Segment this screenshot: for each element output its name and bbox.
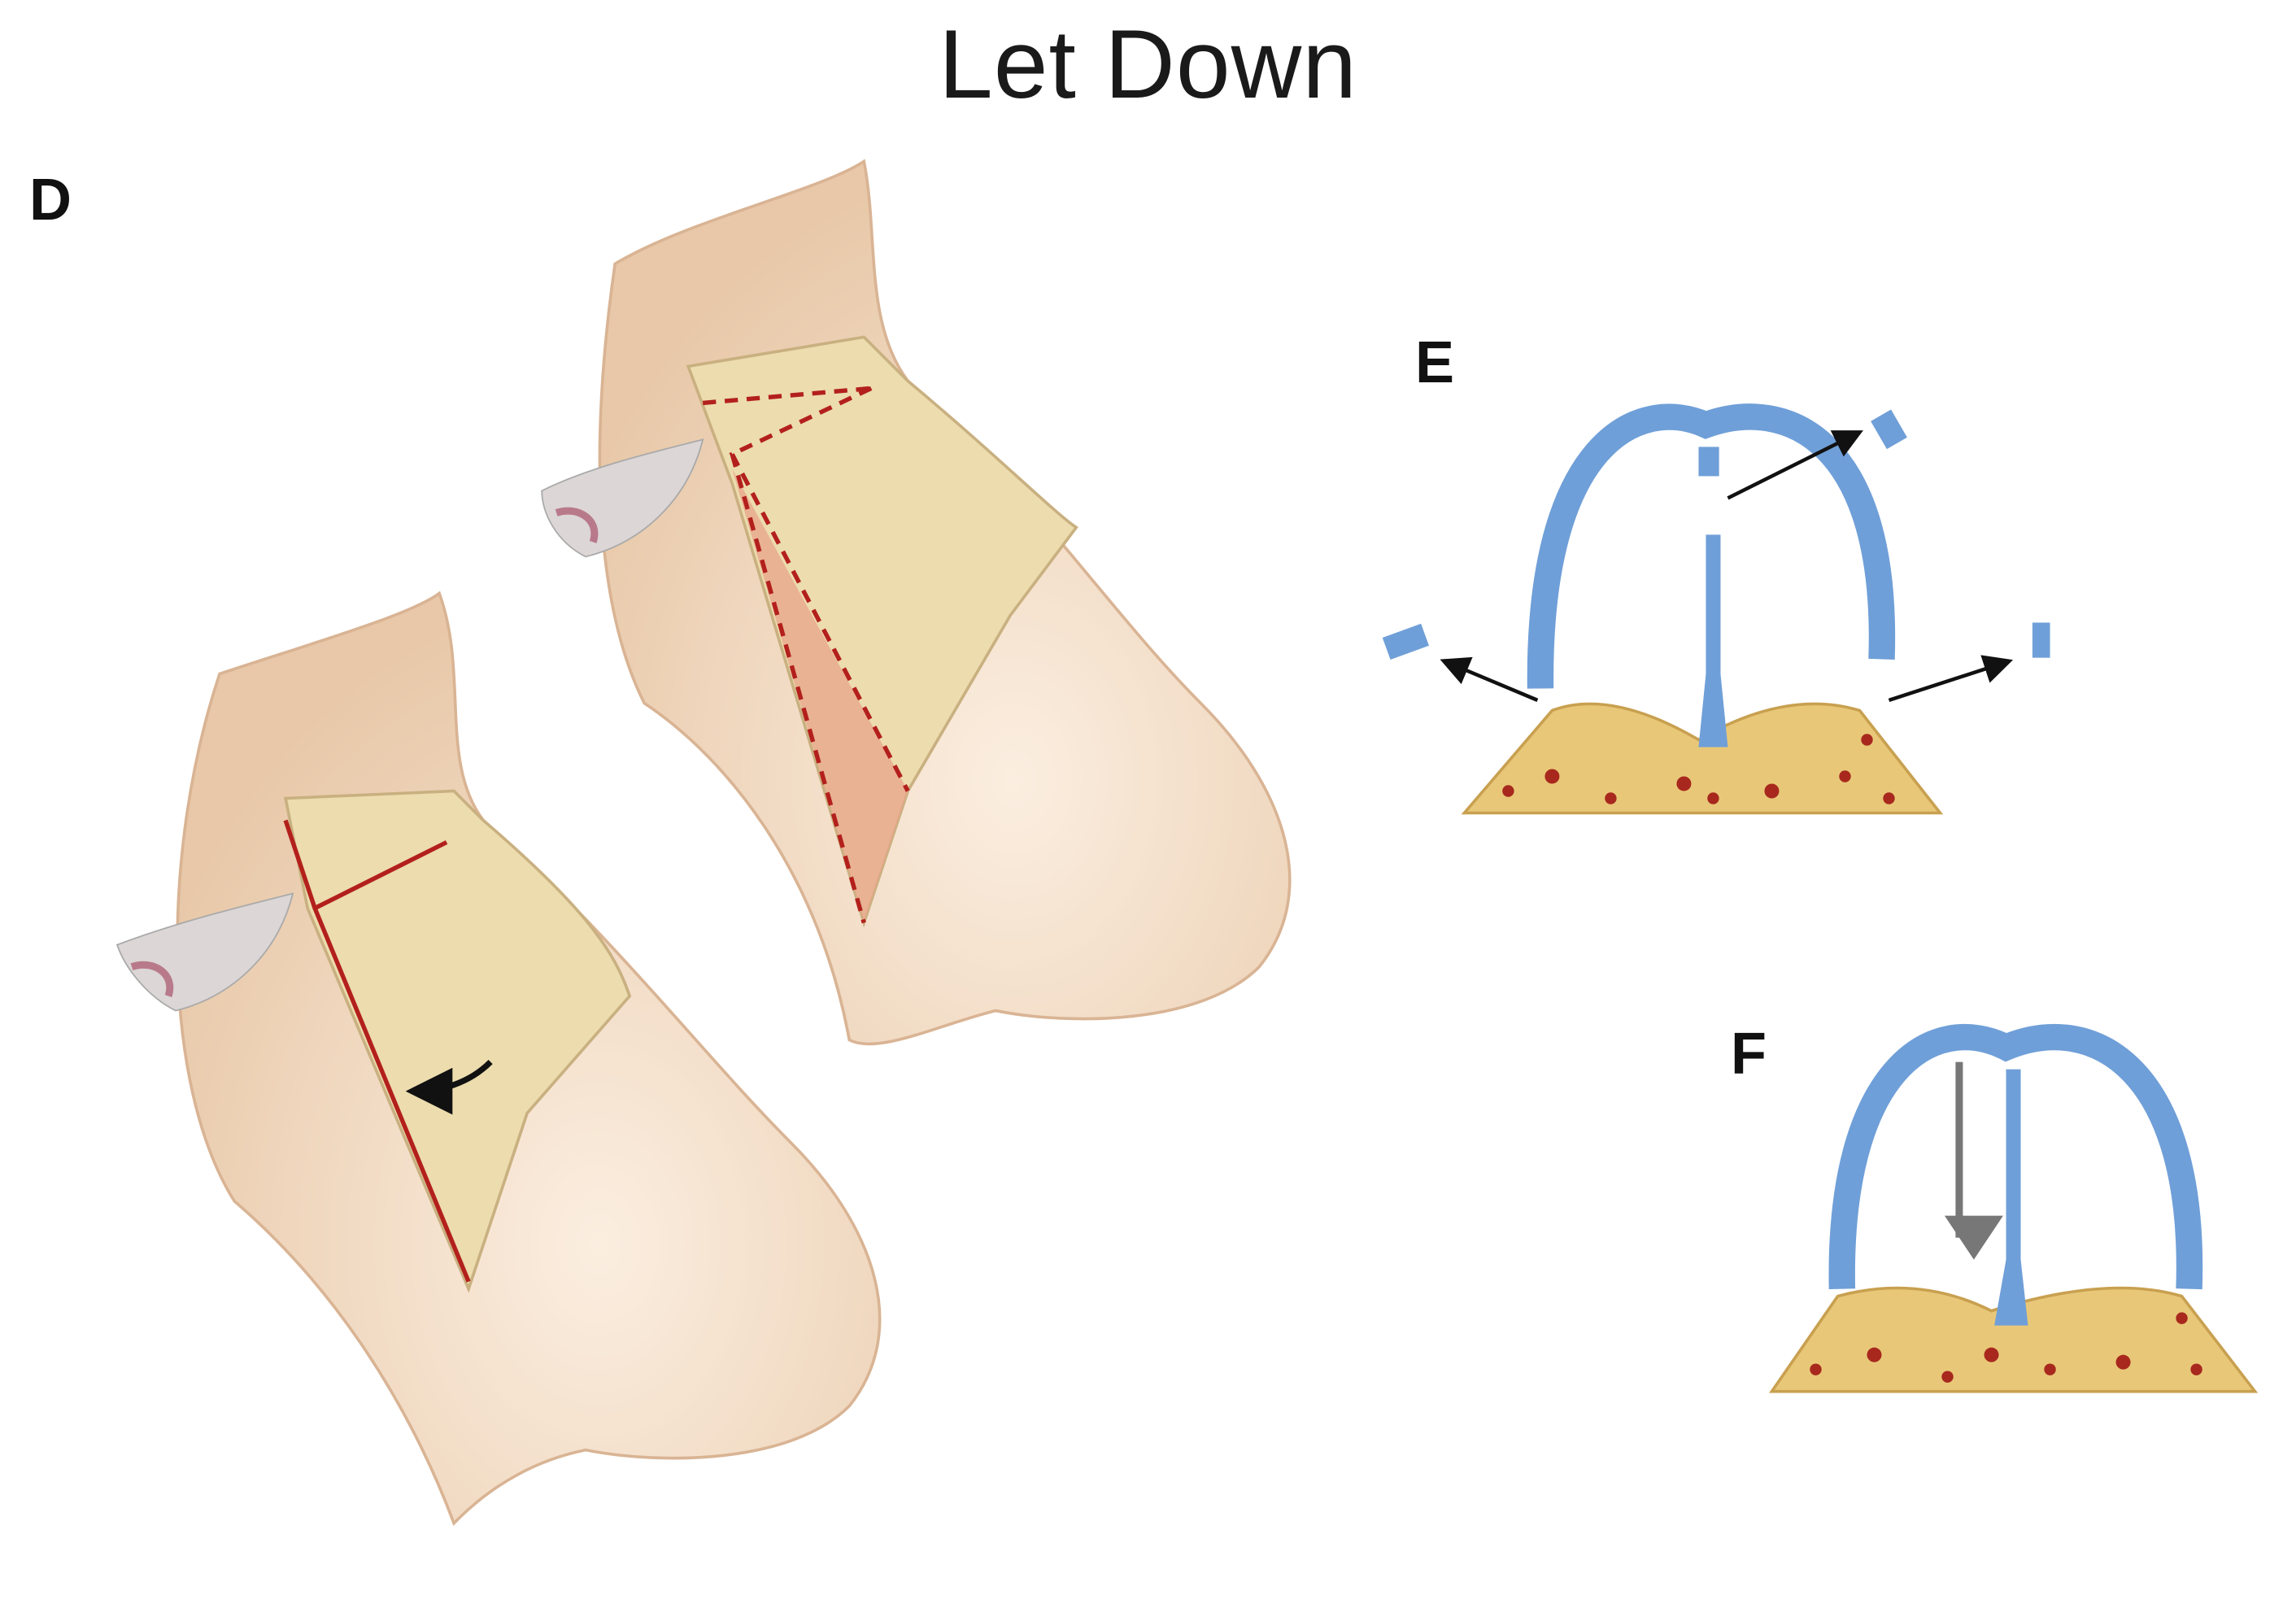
septum-diagram-f (1769, 1023, 2259, 1393)
panel-label-f: F (1731, 1022, 1767, 1087)
nose-illustration-after (115, 591, 882, 1526)
panel-label-e: E (1415, 330, 1455, 395)
nose-illustration-before (541, 159, 1292, 1046)
figure-title: Let Down (939, 10, 1357, 119)
septum-diagram-e (1382, 403, 2050, 815)
panel-label-d: D (29, 168, 72, 233)
